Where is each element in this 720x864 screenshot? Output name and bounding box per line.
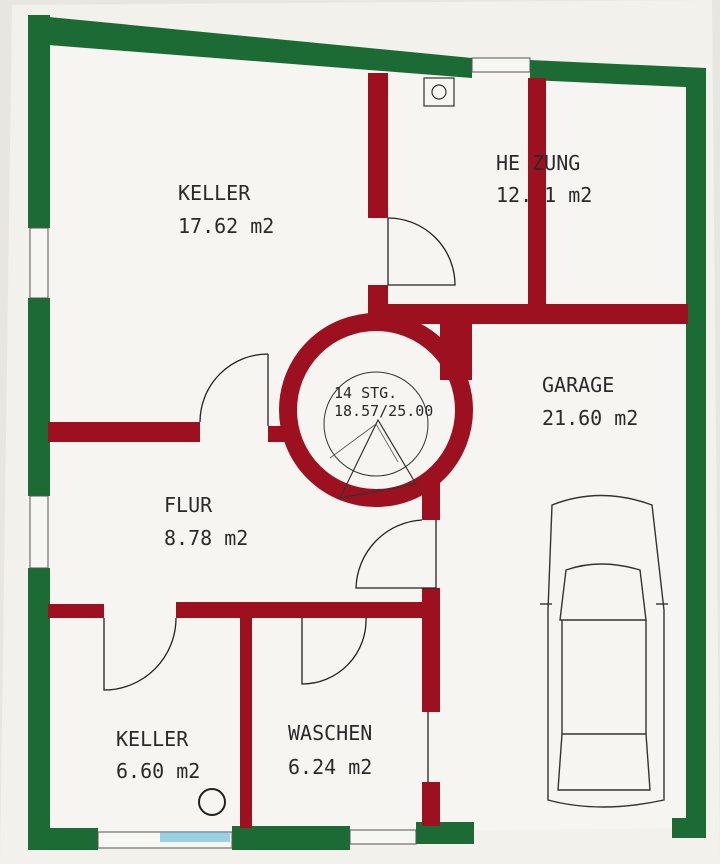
room-area: 12. 1 m2 bbox=[496, 183, 592, 207]
room-area: 6.60 m2 bbox=[116, 759, 200, 783]
inner-walls bbox=[48, 73, 688, 828]
outer-walls bbox=[28, 15, 706, 850]
window-marker bbox=[160, 832, 230, 842]
drain-icon bbox=[198, 788, 226, 816]
room-area: 6.24 m2 bbox=[288, 755, 372, 779]
room-waschen: WASCHEN 6.24 m2 bbox=[288, 721, 372, 779]
room-area: 17.62 m2 bbox=[178, 214, 274, 238]
windows bbox=[29, 57, 531, 849]
window-top bbox=[471, 57, 531, 73]
room-area: 21.60 m2 bbox=[542, 406, 638, 430]
room-area: 8.78 m2 bbox=[164, 526, 248, 550]
chimney-symbol bbox=[423, 77, 455, 107]
room-name: HE ZUNG bbox=[496, 151, 580, 175]
room-labels: KELLER 17.62 m2 HE ZUNG 12. 1 m2 GARAGE … bbox=[116, 151, 638, 783]
room-name: KELLER bbox=[116, 727, 189, 751]
room-keller-2: KELLER 6.60 m2 bbox=[116, 727, 200, 783]
window-left-lower bbox=[29, 495, 49, 569]
room-heizung: HE ZUNG 12. 1 m2 bbox=[496, 151, 592, 207]
door-keller-1 bbox=[199, 353, 269, 426]
car-icon bbox=[540, 494, 668, 808]
doors bbox=[103, 217, 456, 782]
spiral-stair: 14 STG. 18.57/25.00 bbox=[323, 371, 433, 499]
window-bottom-mid bbox=[349, 829, 417, 845]
stair-ratio: 18.57/25.00 bbox=[334, 402, 433, 420]
room-garage: GARAGE 21.60 m2 bbox=[542, 373, 638, 430]
room-keller-1: KELLER 17.62 m2 bbox=[178, 181, 274, 238]
room-name: KELLER bbox=[178, 181, 251, 205]
door-garage bbox=[355, 519, 437, 589]
stair-steps: 14 STG. bbox=[334, 384, 397, 402]
door-waschen bbox=[301, 617, 367, 685]
window-left-upper bbox=[29, 227, 49, 299]
room-name: WASCHEN bbox=[288, 721, 372, 745]
door-keller-2 bbox=[103, 617, 177, 691]
room-name: FLUR bbox=[164, 493, 213, 517]
room-name: GARAGE bbox=[542, 373, 614, 397]
room-flur: FLUR 8.78 m2 bbox=[164, 493, 248, 550]
